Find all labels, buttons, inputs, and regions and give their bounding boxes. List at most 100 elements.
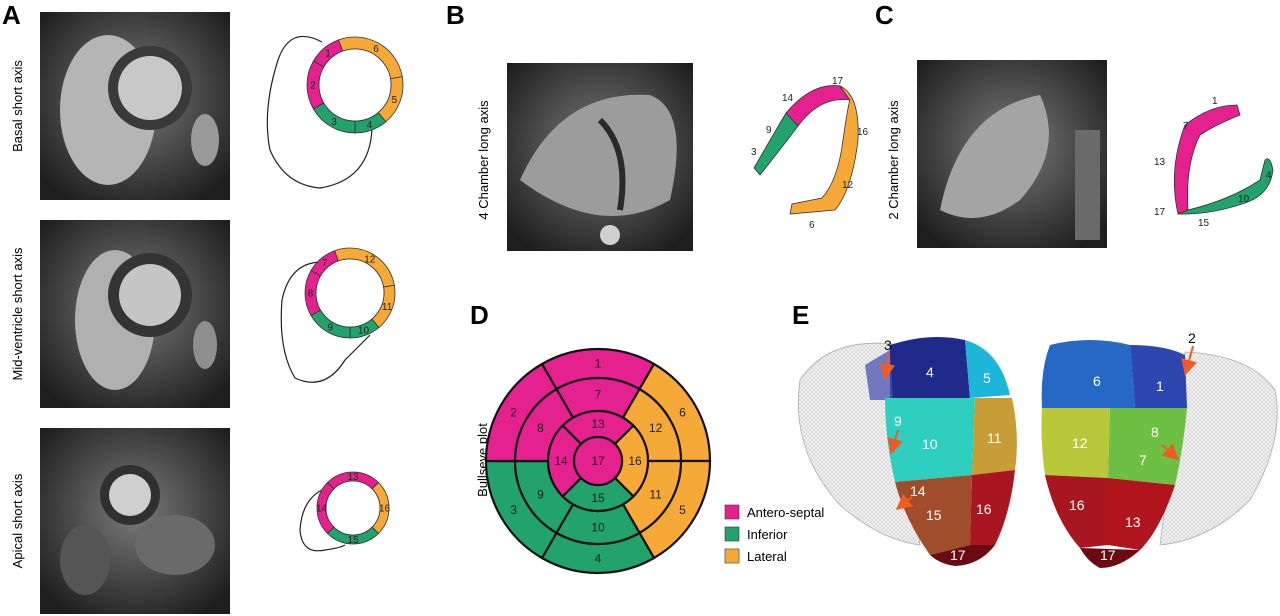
- ring-label-2: 2: [310, 81, 316, 92]
- ring-label-16: 16: [379, 504, 391, 515]
- seg-label-2ch-10: 10: [1238, 194, 1250, 205]
- panel-letter-b: B: [446, 0, 465, 30]
- arrow-label-2: 2: [1188, 330, 1196, 346]
- ring-label-1: 1: [325, 48, 331, 59]
- bullseye-label-5: 5: [679, 503, 686, 517]
- arrow-2: [1181, 345, 1197, 376]
- panel-letter-d: D: [470, 300, 489, 330]
- seg-label-2ch-13: 13: [1154, 157, 1166, 168]
- heart-right-seg-12: [1041, 408, 1110, 478]
- heart-right-seg-6: [1041, 340, 1135, 408]
- heart-left-label-9: 9: [894, 413, 902, 429]
- heart-left-seg-3-mesh: [865, 350, 893, 400]
- bullseye-label-6: 6: [679, 405, 686, 419]
- label-apical-short-axis: Apical short axis: [10, 473, 25, 568]
- legend-swatch-inferior: [724, 526, 740, 542]
- heart-right-label-8: 8: [1151, 424, 1159, 440]
- heart-left-seg-4: [890, 336, 970, 398]
- rv-outline: [280, 261, 371, 383]
- bullseye-label-11: 11: [649, 487, 662, 501]
- seg-label-4ch-9: 9: [766, 125, 772, 136]
- heart-left-label-16: 16: [976, 501, 992, 517]
- seg-label-2ch-7: 7: [1183, 121, 1189, 132]
- segment-4ch-septal-pink: [785, 85, 851, 127]
- heart-left-label-11: 11: [987, 430, 1002, 446]
- label-4-chamber-long-axis: 4 Chamber long axis: [476, 100, 491, 220]
- bullseye-label-4: 4: [595, 552, 602, 566]
- bullseye-label-7: 7: [595, 388, 602, 402]
- heart-model-right: 6 1 12 8 7 16 13 17 2: [1041, 330, 1278, 568]
- ring-lumen: [325, 480, 381, 536]
- seg-label-2ch-4: 4: [1266, 170, 1272, 181]
- ring-label-6: 6: [373, 44, 379, 55]
- heart-model-left: 4 5 9 10 11 14 15 16 17 3: [797, 336, 1017, 566]
- ring-lumen: [315, 258, 385, 328]
- bullseye-label-10: 10: [591, 521, 605, 535]
- legend-label-inferior: Inferior: [747, 527, 788, 542]
- seg-label-4ch-16: 16: [857, 127, 869, 138]
- heart-left-seg-15: [895, 475, 972, 555]
- ring-label-14: 14: [316, 504, 328, 515]
- label-mid-ventricle-short-axis: Mid-ventricle short axis: [10, 247, 25, 380]
- ring-label-12: 12: [364, 254, 376, 265]
- heart-right-label-6: 6: [1093, 373, 1101, 389]
- legend-swatch-antero-septal: [724, 504, 740, 520]
- bullseye-label-3: 3: [510, 503, 517, 517]
- heart-left-label-14: 14: [910, 483, 926, 499]
- panel-letter-a: A: [2, 0, 21, 30]
- panel-letter-c: C: [875, 0, 894, 30]
- heart-left-seg-11: [972, 398, 1017, 475]
- rv-outline: [299, 489, 346, 552]
- seg-label-4ch-12: 12: [842, 180, 854, 191]
- segment-2ch-inferior: [1177, 158, 1274, 215]
- bullseye-label-2: 2: [510, 405, 517, 419]
- mri-2-chamber: [917, 60, 1107, 248]
- ring-label-15: 15: [347, 535, 359, 546]
- arrow-3: [879, 352, 896, 380]
- bullseye-label-15: 15: [591, 491, 605, 505]
- heart-right-label-16: 16: [1069, 497, 1085, 513]
- bullseye-label-12: 12: [649, 421, 663, 435]
- heart-left-label-4: 4: [926, 364, 934, 380]
- mri-basal-short-axis: [40, 12, 230, 200]
- label-2-chamber-long-axis: 2 Chamber long axis: [886, 100, 901, 220]
- ring-label-10: 10: [358, 326, 370, 337]
- arrow-14: [895, 493, 914, 510]
- heart-left-label-5: 5: [983, 370, 991, 386]
- bullseye-label-8: 8: [537, 421, 544, 435]
- arrow-9: [887, 429, 903, 455]
- heart-left-label-15: 15: [926, 507, 942, 523]
- bullseye-label-13: 13: [591, 417, 605, 431]
- segment-4ch-lateral: [789, 85, 859, 215]
- legend: Antero-septal Inferior Lateral: [724, 504, 824, 564]
- heart-left-seg-10: [885, 398, 975, 482]
- ring-label-5: 5: [392, 95, 398, 106]
- bullseye-label-16: 16: [628, 454, 642, 468]
- bullseye-segment-17: [572, 435, 624, 487]
- heart-left-seg-16: [970, 470, 1015, 545]
- heart-right-seg-16: [1045, 475, 1108, 548]
- bullseye-label-1: 1: [595, 357, 602, 371]
- heart-right-label-12: 12: [1072, 435, 1088, 451]
- ring-label-7: 7: [322, 258, 328, 269]
- ring-label-13: 13: [347, 472, 359, 483]
- long-axis-4-chamber-diagram: 14 17 9 3 16 12 6: [751, 76, 869, 231]
- heart-right-label-7: 7: [1139, 452, 1147, 468]
- ring-label-9: 9: [327, 323, 333, 334]
- heart-left-label-17: 17: [950, 547, 966, 563]
- arrow-label-3: 3: [884, 337, 892, 353]
- heart-right-seg-7: [1108, 408, 1187, 485]
- legend-swatch-lateral: [724, 548, 740, 564]
- seg-label-4ch-6: 6: [809, 220, 815, 231]
- bullseye-label-17: 17: [591, 454, 605, 468]
- legend-label-lateral: Lateral: [747, 549, 787, 564]
- seg-label-4ch-17: 17: [832, 76, 844, 87]
- bullseye-label-9: 9: [537, 487, 544, 501]
- heart-right-seg-13: [1108, 478, 1175, 550]
- arrow-8: [1161, 443, 1179, 461]
- mri-4-chamber: [507, 63, 693, 251]
